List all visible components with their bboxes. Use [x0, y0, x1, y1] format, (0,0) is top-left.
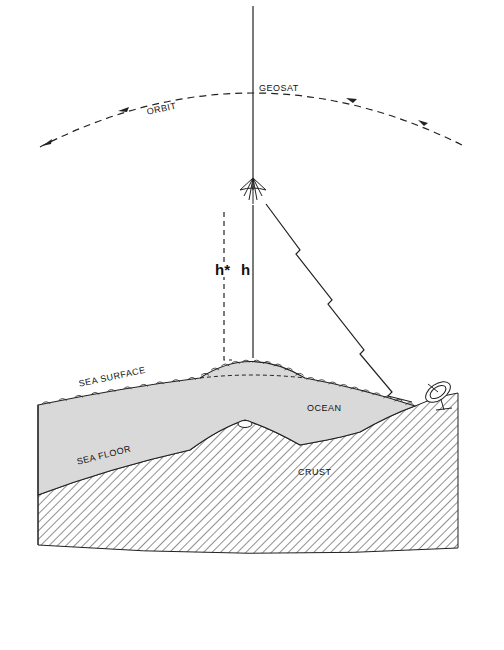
orbit-arrows: [42, 98, 428, 146]
wave-mark: [42, 360, 413, 405]
ground-station-dish: [422, 377, 454, 410]
satellite-label: GEOSAT: [259, 84, 299, 93]
region-label: OCEAN: [307, 404, 342, 413]
wave-marks: [42, 360, 413, 405]
section-edge: [38, 405, 39, 545]
orbit-line: [40, 93, 462, 147]
satellite-antenna: [240, 178, 266, 204]
height-line: [252, 205, 253, 358]
surface-label: SEA SURFACE: [78, 366, 146, 389]
ocean-region: [38, 362, 415, 496]
geoid-line: [200, 375, 305, 378]
orbit-label: ORBIT: [146, 102, 177, 117]
height-symbol: h: [240, 262, 251, 277]
height-symbol: h*: [214, 262, 231, 277]
seamount-top: [238, 421, 252, 428]
reference-height-line: [224, 212, 232, 360]
region-label: CRUST: [298, 468, 332, 477]
satellite-mast: [252, 6, 253, 190]
